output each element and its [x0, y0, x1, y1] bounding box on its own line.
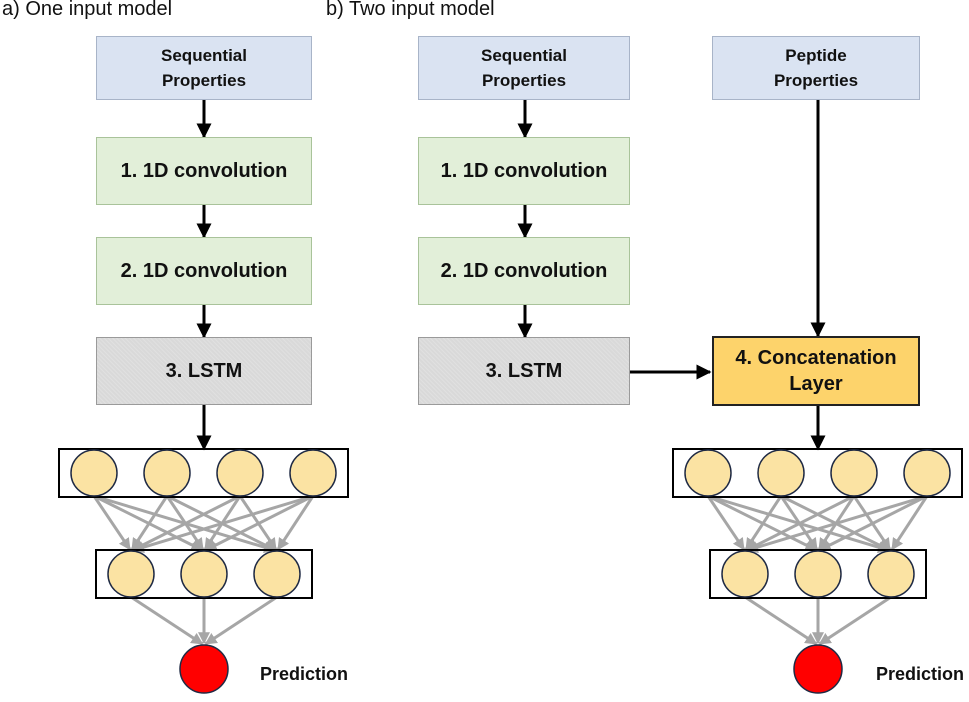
- net-a-hidden-2-neuron: [107, 550, 155, 598]
- net-a-hidden-layer-1-frame: [58, 448, 349, 498]
- net-a-connection: [204, 494, 314, 552]
- panel-b-conv1-box: 1. 1D convolution: [418, 137, 630, 205]
- dense-network-a: [58, 448, 349, 694]
- panel-a-lstm-label: 3. LSTM: [165, 360, 243, 382]
- panel-b-conv1-label: 1. 1D convolution: [440, 160, 608, 182]
- net-a-hidden-layer-2-frame: [95, 549, 313, 599]
- net-b-connection: [745, 494, 855, 552]
- net-a-hidden-2-neuron: [253, 550, 301, 598]
- net-b-hidden-layer-2-frame: [709, 549, 927, 599]
- panel-b-conv2-box: 2. 1D convolution: [418, 237, 630, 305]
- panel-b-concatenation-layer-box: 4. Concatenation Layer: [712, 336, 920, 406]
- panel-a-title: a) One input model: [2, 0, 173, 20]
- panel-a-prediction-label: Prediction: [260, 664, 349, 684]
- panel-a-conv2-box: 2. 1D convolution: [96, 237, 312, 305]
- net-a-hidden-1-neuron: [70, 449, 118, 497]
- net-a-hidden-1-neuron: [143, 449, 191, 497]
- net-b-hidden-2-neuron: [794, 550, 842, 598]
- net-b-hidden-2-neuron: [721, 550, 769, 598]
- net-b-connection: [818, 494, 928, 552]
- panel-b-concatenation-layer-label: 4. Concatenation Layer: [735, 347, 897, 395]
- net-b-connections: [706, 494, 929, 646]
- net-b-hidden-1-neuron: [830, 449, 878, 497]
- panel-b-prediction-label: Prediction: [876, 664, 965, 684]
- panel-a-conv1-box: 1. 1D convolution: [96, 137, 312, 205]
- net-a-hidden-2-neuron: [180, 550, 228, 598]
- net-a-output-connection: [204, 595, 278, 646]
- net-b-hidden-layer-1-frame: [672, 448, 963, 498]
- net-b-connection: [890, 495, 929, 551]
- panel-a-conv1-label: 1. 1D convolution: [120, 160, 288, 182]
- panel-b-sequential-properties-box: Sequential Properties: [418, 36, 630, 100]
- panel-a-sequential-properties-box: Sequential Properties: [96, 36, 312, 100]
- panel-b-title: b) Two input model: [326, 0, 495, 20]
- panel-b-peptide-properties-label: Peptide Properties: [773, 46, 859, 90]
- net-b-output-connection: [744, 595, 818, 646]
- net-a-connection: [131, 494, 314, 554]
- net-a-hidden-1-neuron: [289, 449, 337, 497]
- net-b-connection: [706, 495, 746, 551]
- net-b-output-connection: [818, 595, 892, 646]
- panel-b-peptide-properties-box: Peptide Properties: [712, 36, 920, 100]
- dense-network-b: [672, 448, 963, 694]
- net-a-connection: [92, 495, 132, 551]
- net-b-hidden-2-neuron: [867, 550, 915, 598]
- net-b-output-neuron: [793, 644, 843, 694]
- net-b-hidden-1-neuron: [903, 449, 951, 497]
- net-a-connections: [92, 494, 315, 646]
- panel-a-lstm-box: 3. LSTM: [96, 337, 312, 405]
- net-a-hidden-1-neuron: [216, 449, 264, 497]
- panel-b-lstm-box: 3. LSTM: [418, 337, 630, 405]
- net-a-output-neuron: [179, 644, 229, 694]
- net-b-connection: [745, 494, 928, 554]
- panel-b-conv2-label: 2. 1D convolution: [440, 260, 608, 282]
- net-a-connection: [276, 495, 315, 551]
- panel-b-lstm-label: 3. LSTM: [485, 360, 563, 382]
- net-b-hidden-1-neuron: [757, 449, 805, 497]
- net-b-hidden-1-neuron: [684, 449, 732, 497]
- panel-a-conv2-label: 2. 1D convolution: [120, 260, 288, 282]
- panel-b-sequential-properties-label: Sequential Properties: [481, 46, 567, 90]
- panel-a-sequential-properties-label: Sequential Properties: [161, 46, 247, 90]
- net-a-output-connection: [130, 595, 204, 646]
- net-a-connection: [131, 494, 241, 552]
